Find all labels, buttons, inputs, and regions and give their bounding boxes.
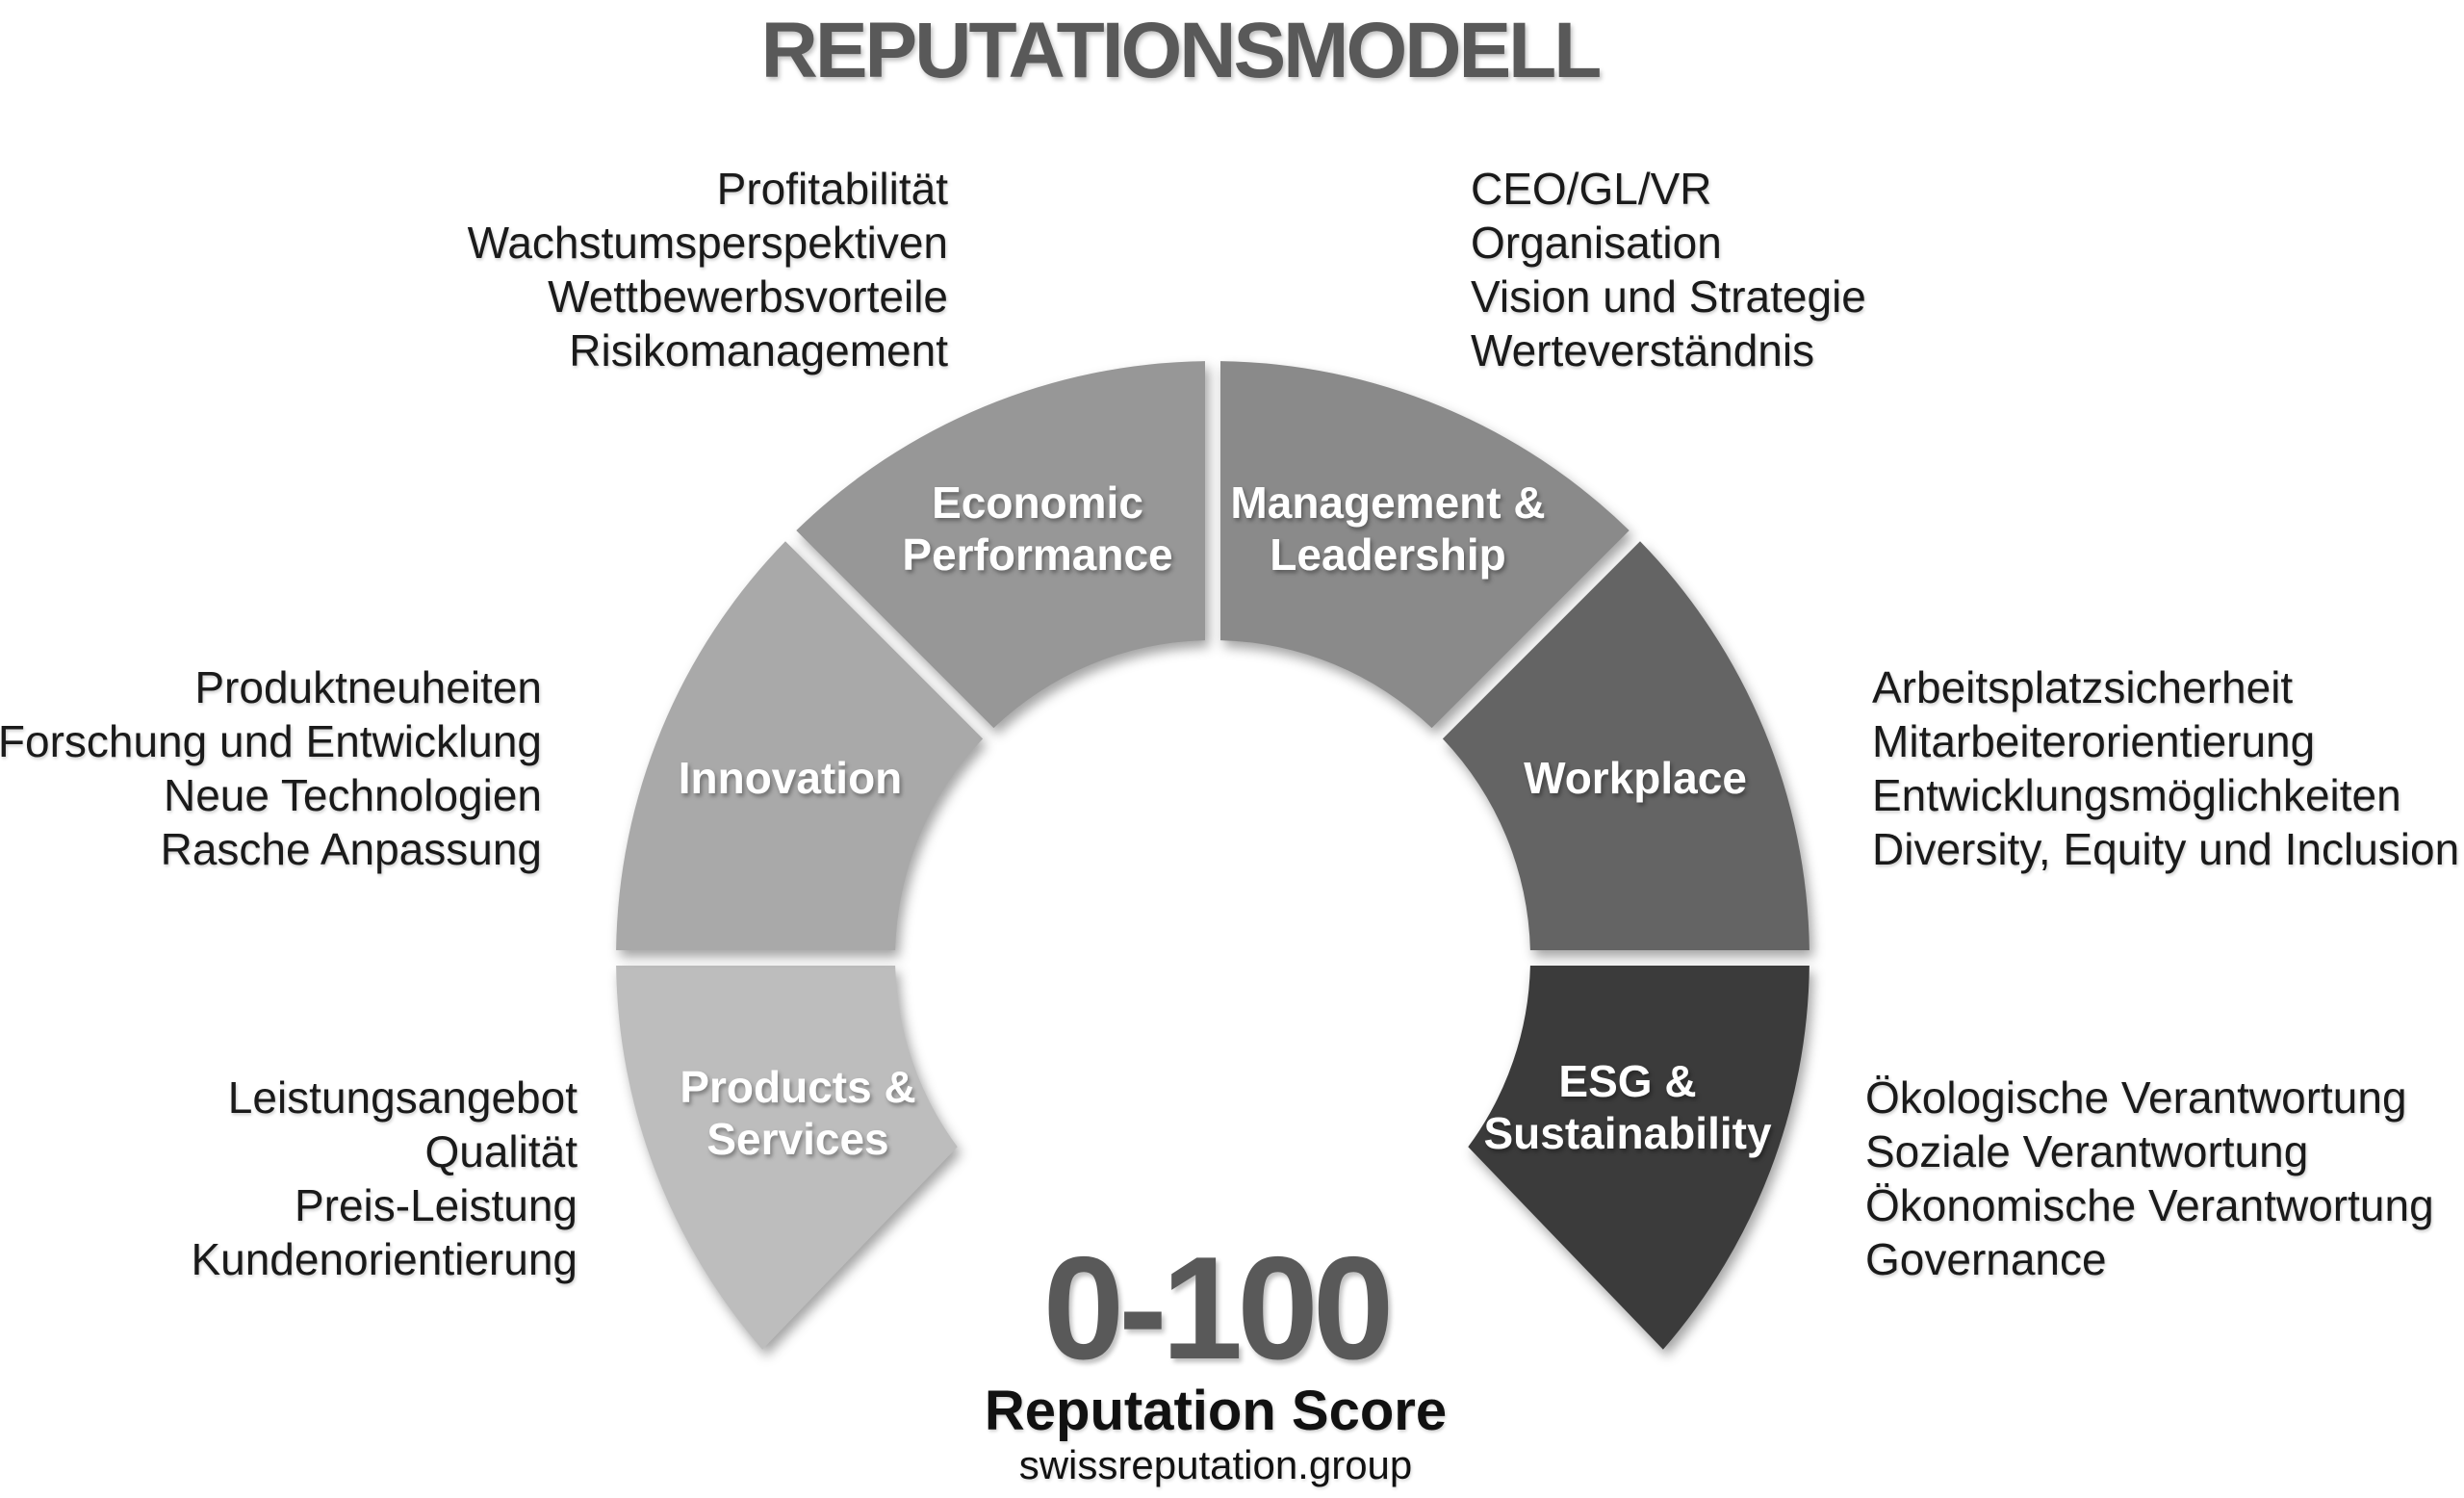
esg-sustainability-factors: Ökologische Verantwortung Soziale Verant… [1865, 1071, 2434, 1286]
management-leadership-factors: CEO/GL/VR Organisation Vision und Strate… [1471, 162, 1866, 377]
segment-label-management-leadership: Management & Leadership [1230, 478, 1546, 580]
score-label: Reputation Score [984, 1380, 1448, 1442]
factor-item: Mitarbeiterorientierung [1872, 716, 2316, 766]
products-services-factors: Leistungsangebot Qualität Preis-Leistung… [191, 1071, 578, 1286]
workplace-factors: Arbeitsplatzsicherheit Mitarbeiterorient… [1872, 660, 2459, 876]
factor-item: Soziale Verantwortung [1865, 1126, 2309, 1176]
segment-esg-sustainability [1468, 966, 1810, 1350]
factor-item: Ökologische Verantwortung [1865, 1072, 2407, 1123]
factor-item: Rasche Anpassung [160, 824, 542, 874]
segment-label-economic-performance: Economic Performance [902, 478, 1173, 580]
segment-economic-performance [796, 361, 1205, 729]
factor-item: Organisation [1471, 218, 1722, 268]
segment-workplace [1442, 541, 1810, 950]
factor-item: Wachstumsperspektiven [467, 218, 948, 268]
factor-item: Wettbewerbsvorteile [548, 271, 948, 322]
factor-item: Diversity, Equity und Inclusion [1872, 824, 2460, 874]
factor-item: Preis-Leistung [294, 1180, 578, 1230]
factor-item: Produktneuheiten [194, 662, 542, 712]
factor-item: Leistungsangebot [227, 1072, 578, 1123]
segment-label-innovation: Innovation [678, 753, 903, 803]
factor-item: Vision und Strategie [1471, 271, 1866, 322]
economic-performance-factors: Profitabilität Wachstumsperspektiven Wet… [468, 162, 948, 377]
factor-item: CEO/GL/VR [1471, 164, 1712, 214]
factor-item: Kundenorientierung [191, 1234, 578, 1284]
segment-innovation [616, 541, 984, 950]
segment-label-products-services: Products & Services [680, 1062, 916, 1164]
factor-item: Neue Technologien [163, 770, 542, 820]
factor-item: Governance [1865, 1234, 2107, 1284]
factor-item: Ökonomische Verantwortung [1865, 1180, 2434, 1230]
segment-products-services [616, 966, 958, 1350]
segment-management-leadership [1220, 361, 1630, 729]
factor-item: Qualität [424, 1126, 578, 1176]
factor-item: Entwicklungsmöglichkeiten [1872, 770, 2401, 820]
factor-item: Risikomanagement [569, 325, 948, 375]
segment-label-esg-sustainability: ESG & Sustainability [1483, 1056, 1772, 1158]
segment-label-workplace: Workplace [1524, 753, 1747, 803]
page-title: REPUTATIONSMODELL [760, 7, 1603, 94]
factor-item: Arbeitsplatzsicherheit [1872, 662, 2294, 712]
factor-item: Werteverständnis [1471, 325, 1815, 375]
factor-item: Profitabilität [716, 164, 948, 214]
score-range: 0-100 [1042, 1227, 1395, 1390]
factor-item: Forschung und Entwicklung [0, 716, 542, 766]
source-label: swissreputation.group [1018, 1442, 1413, 1487]
innovation-factors: Produktneuheiten Forschung und Entwicklu… [0, 660, 542, 876]
